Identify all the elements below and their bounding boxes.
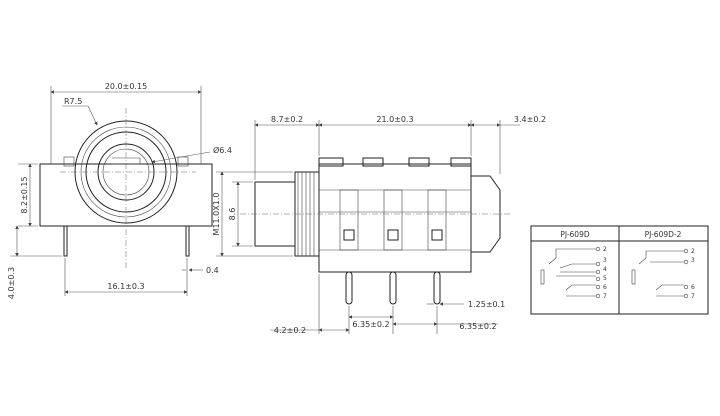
side-tab-1	[318, 157, 344, 167]
schematic-col1-symbol	[540, 246, 601, 299]
side-pin-2	[389, 271, 397, 305]
dim-side-pitch-2: 6.35±0.2	[459, 322, 496, 331]
side-pin-3	[433, 271, 441, 305]
dim-side-top-mid: 21.0±0.3	[376, 115, 413, 124]
dim-front-radius: R7.5	[64, 97, 82, 106]
schematic-col2-pin-3: 6	[691, 284, 695, 291]
side-contact-1	[339, 189, 359, 251]
front-lug-right	[177, 156, 189, 167]
side-pin-1	[345, 271, 353, 305]
schematic-col1-pin-1: 2	[603, 246, 607, 253]
schematic-col1-pin-2: 3	[603, 257, 607, 264]
schematic-col1-pin-6: 7	[603, 293, 607, 300]
dim-front-hole: Ø6.4	[213, 145, 232, 155]
schematic-col1-pin-4: 5	[603, 275, 607, 282]
dim-side-top-right: 3.4±0.2	[514, 115, 546, 124]
dim-front-pin-length: 4.0±0.3	[7, 267, 16, 299]
dim-side-top-left: 8.7±0.2	[271, 115, 303, 124]
schematic-col2-pin-2: 3	[691, 257, 695, 264]
dim-side-pin-thk: 1.25±0.1	[468, 300, 505, 309]
side-tab-3	[408, 157, 430, 167]
schematic-col1-title: PJ-609D	[560, 230, 589, 239]
front-lug-left	[63, 156, 75, 167]
side-view: 8.7±0.2 21.0±0.3 3.4±0.2 M11.0X1.0 8.6 1…	[212, 115, 546, 335]
front-pin-right	[185, 225, 190, 257]
front-pin-left	[63, 225, 68, 257]
dim-side-bottom-left: 4.2±0.2	[274, 326, 306, 335]
schematic-col2-symbol	[631, 248, 689, 299]
dim-side-dia: 8.6	[228, 208, 237, 221]
dim-side-pitch-1: 6.35±0.2	[352, 320, 389, 329]
side-rear-boss	[471, 175, 501, 253]
dim-front-width: 20.0±0.15	[105, 82, 147, 91]
side-tab-2	[362, 157, 384, 167]
schematic-col1-pin-3: 4	[603, 266, 607, 273]
dim-front-pin-span: 16.1±0.3	[107, 282, 144, 291]
side-contact-block-3	[431, 229, 443, 241]
front-view: 20.0±0.15 R7.5 Ø6.4 8.2±0.15 4.0±0.3 16.…	[7, 82, 232, 299]
side-tab-4	[450, 157, 472, 167]
dim-front-pin-width: 0.4	[206, 266, 219, 275]
side-contact-3	[427, 189, 447, 251]
side-contact-block-2	[387, 229, 399, 241]
schematic-table: PJ-609D PJ-609D-2 2 3 4 5 6 7	[530, 225, 709, 315]
side-body	[318, 163, 472, 273]
schematic-col2-pin-1: 2	[691, 248, 695, 255]
schematic-col2-pin-4: 7	[691, 293, 695, 300]
dim-front-height: 8.2±0.15	[20, 176, 29, 213]
side-contact-block-1	[343, 229, 355, 241]
schematic-col2-title: PJ-609D-2	[645, 230, 682, 239]
schematic-col1-pin-5: 6	[603, 284, 607, 291]
side-contact-2	[383, 189, 403, 251]
dim-side-thread: M11.0X1.0	[212, 193, 221, 236]
